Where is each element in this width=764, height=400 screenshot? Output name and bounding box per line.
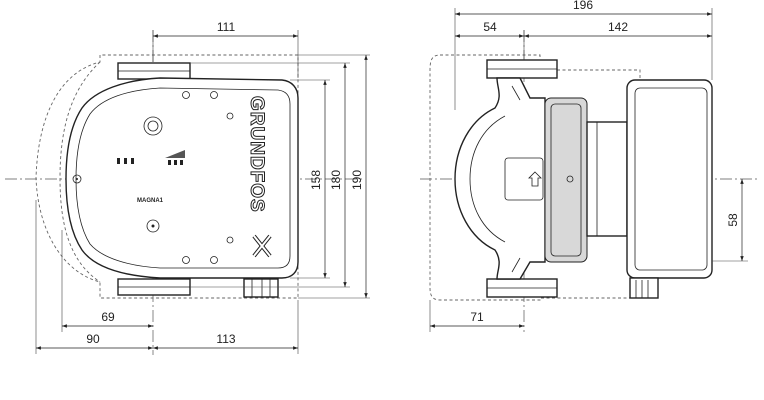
dim-side-54: 54 — [483, 20, 497, 34]
front-screws — [72, 91, 234, 264]
front-top-button — [143, 116, 163, 136]
front-control-box-inner — [75, 87, 291, 269]
front-view: MAGNA1 GRUNDFOS 111 — [5, 20, 370, 355]
front-brand-label: GRUNDFOS — [246, 96, 267, 213]
front-dashed-envelope — [35, 54, 299, 299]
side-control-box — [626, 79, 713, 279]
dim-side-right: 58 — [712, 179, 748, 262]
front-cable-connector — [243, 278, 279, 298]
side-dashed-envelope — [429, 54, 641, 301]
dim-front-158: 158 — [309, 170, 323, 190]
side-view: 196 54 142 58 71 — [420, 0, 760, 332]
dim-front-top-value: 111 — [217, 20, 236, 34]
dim-side-top: 196 54 142 — [454, 0, 713, 110]
dim-front-90: 90 — [86, 332, 100, 346]
dim-side-142: 142 — [608, 20, 628, 34]
dim-side-bottom: 71 — [429, 300, 524, 332]
dim-front-top: 111 — [152, 20, 299, 78]
dim-front-bottom: 69 90 113 — [35, 200, 299, 354]
dim-side-71: 71 — [470, 310, 484, 324]
side-pump-housing — [454, 77, 546, 280]
front-curve-indicator — [165, 150, 185, 165]
front-bottom-button — [146, 219, 160, 233]
flow-arrow-icon — [528, 171, 542, 187]
front-control-box — [65, 77, 299, 279]
dim-front-69: 69 — [101, 310, 115, 324]
front-dashed-inner — [59, 61, 101, 283]
dim-front-right: 158 180 190 — [190, 54, 370, 299]
side-cable-connector — [629, 277, 659, 299]
front-indicator-lights — [117, 158, 134, 164]
front-model-label: MAGNA1 — [137, 198, 164, 204]
brand-logo-icon — [252, 234, 272, 258]
dim-front-180: 180 — [329, 170, 343, 190]
dim-side-196: 196 — [573, 0, 593, 12]
side-vent-screw — [566, 175, 574, 183]
dim-front-113: 113 — [216, 332, 235, 346]
dim-side-58: 58 — [726, 213, 740, 227]
side-inspection-window — [504, 157, 544, 201]
side-motor-can — [586, 121, 628, 237]
dim-front-190: 190 — [350, 170, 364, 190]
